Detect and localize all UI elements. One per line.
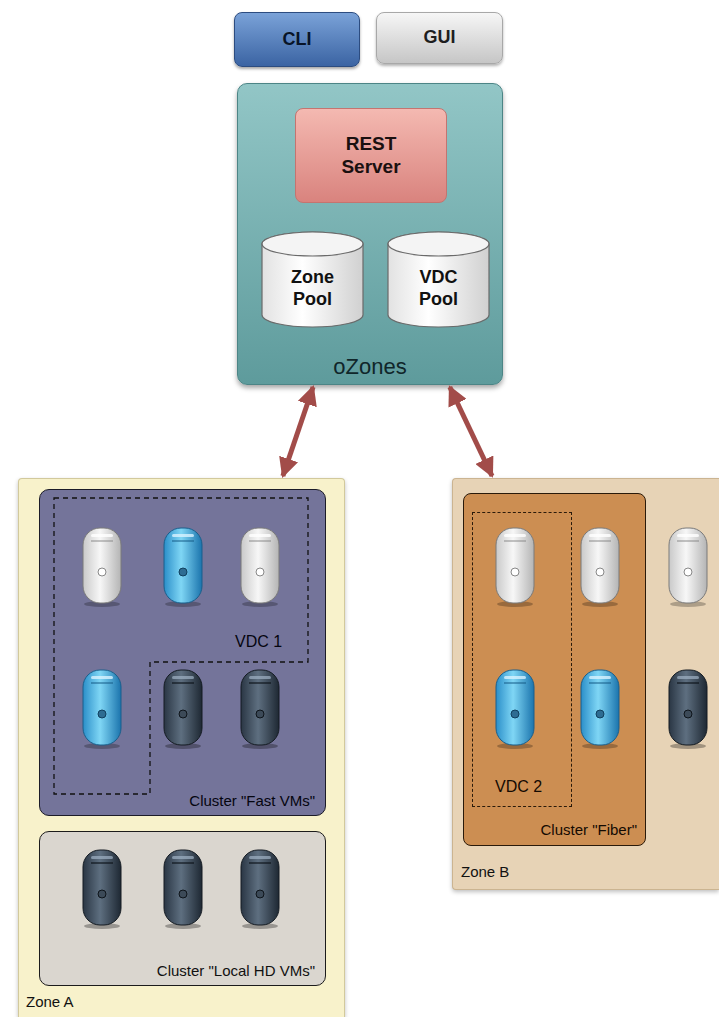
cylinder-top bbox=[388, 232, 489, 256]
cylinder-body bbox=[388, 232, 489, 327]
server-tower bbox=[496, 528, 534, 607]
node-label: GUI bbox=[423, 27, 455, 49]
node-label: VDC 2 bbox=[495, 777, 542, 796]
server-tower bbox=[581, 528, 619, 607]
label-holder: Zone A bbox=[26, 993, 74, 1011]
node-label: Zone A bbox=[26, 993, 74, 1011]
label-holder: VDC 2 bbox=[495, 777, 542, 796]
label-holder: GUI bbox=[377, 13, 502, 63]
label-holder: Zone Pool bbox=[260, 231, 365, 329]
pool-cylinder: Zone Pool bbox=[260, 231, 365, 329]
server-tower bbox=[496, 670, 534, 749]
node-label: CLI bbox=[283, 29, 312, 51]
ozones-server: REST ServerZone Pool VDC Pool oZones bbox=[237, 83, 503, 385]
label-holder: Cluster "Fast VMs" bbox=[189, 792, 315, 810]
server-tower bbox=[83, 528, 121, 607]
vdc-region: VDC 2 bbox=[472, 512, 572, 807]
node-label: VDC 1 bbox=[235, 632, 282, 651]
zone-region: VDC 1 Cluster "Fast VMs" Cluster "Local HD… bbox=[18, 478, 345, 1017]
label-holder: Zone B bbox=[461, 863, 509, 881]
label-holder: Cluster "Local HD VMs" bbox=[157, 962, 315, 980]
server-tower bbox=[241, 670, 279, 749]
server-tower bbox=[241, 850, 279, 929]
link-arrow bbox=[283, 387, 313, 476]
server-tower bbox=[669, 528, 707, 607]
server-tower bbox=[83, 850, 121, 929]
server-tower bbox=[669, 670, 707, 749]
label-holder: VDC 1 bbox=[235, 632, 282, 651]
node-label: Zone B bbox=[461, 863, 509, 881]
node-label: Cluster "Fiber" bbox=[540, 821, 637, 839]
node-label: REST Server bbox=[326, 133, 416, 179]
server-tower bbox=[581, 670, 619, 749]
server-tower bbox=[164, 670, 202, 749]
label-holder: oZones bbox=[238, 354, 502, 380]
node-label: Cluster "Fast VMs" bbox=[189, 792, 315, 810]
cylinder-body bbox=[262, 232, 363, 327]
server-tower bbox=[241, 528, 279, 607]
node-label: Cluster "Local HD VMs" bbox=[157, 962, 315, 980]
label-holder: CLI bbox=[235, 13, 359, 66]
node-label: Zone Pool bbox=[278, 267, 348, 310]
node-label: VDC Pool bbox=[404, 267, 474, 310]
cluster-box: VDC 1 Cluster "Fast VMs" bbox=[39, 489, 326, 816]
label-holder: Cluster "Fiber" bbox=[540, 821, 637, 839]
rest-server-box: REST Server bbox=[295, 108, 447, 203]
cluster-box: VDC 2 Cluster "Fiber" bbox=[463, 493, 646, 846]
cli-button: CLI bbox=[234, 12, 360, 67]
label-holder: VDC Pool bbox=[386, 231, 491, 329]
server-tower bbox=[83, 670, 121, 749]
server-tower bbox=[164, 528, 202, 607]
gui-button: GUI bbox=[376, 12, 503, 64]
server-tower bbox=[164, 850, 202, 929]
cylinder-top bbox=[262, 232, 363, 256]
label-holder: REST Server bbox=[296, 109, 446, 202]
link-arrow bbox=[450, 387, 492, 476]
vdc-region: VDC 1 bbox=[54, 498, 308, 794]
node-label: oZones bbox=[333, 354, 406, 380]
zone-region: VDC 2 Cluster "Fiber" Zone B bbox=[452, 478, 719, 890]
cluster-box: Cluster "Local HD VMs" bbox=[39, 831, 326, 986]
vdc-outline bbox=[54, 498, 308, 794]
pool-cylinder: VDC Pool bbox=[386, 231, 491, 329]
